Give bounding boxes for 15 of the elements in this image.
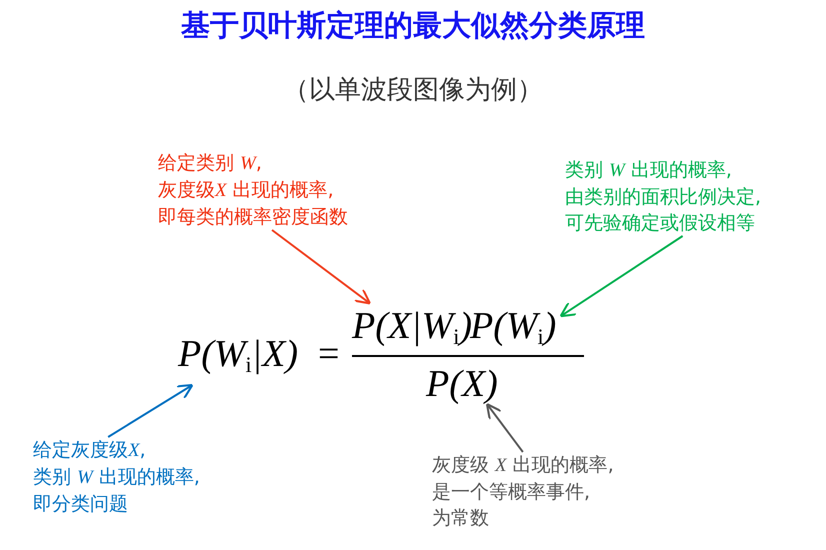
annotation-text: 给定灰度级X,类别 W 出现的概率,即分类问题 bbox=[33, 437, 200, 517]
subtitle: （以单波段图像为例） bbox=[282, 74, 544, 107]
leader-arrow bbox=[271, 229, 372, 304]
leader-arrow bbox=[108, 384, 194, 438]
formula-term: P(X) bbox=[426, 364, 498, 404]
equals-sign: = bbox=[318, 334, 340, 374]
formula-term: P(X|W$_{i}$) bbox=[352, 306, 472, 357]
formula-term: P(W$_{i}$|X) bbox=[178, 334, 298, 385]
title: 基于贝叶斯定理的最大似然分类原理 bbox=[180, 7, 646, 44]
leader-arrow bbox=[486, 402, 524, 453]
annotation-text: 给定类别 W,灰度级X 出现的概率,即每类的概率密度函数 bbox=[158, 150, 348, 230]
annotation-text: 灰度级 X 出现的概率,是一个等概率事件,为常数 bbox=[432, 452, 614, 531]
leader-arrow bbox=[560, 235, 684, 318]
annotation-text: 类别 W 出现的概率,由类别的面积比例决定,可先验确定或假设相等 bbox=[565, 157, 762, 236]
formula-term: P(W$_{i}$) bbox=[470, 306, 556, 357]
